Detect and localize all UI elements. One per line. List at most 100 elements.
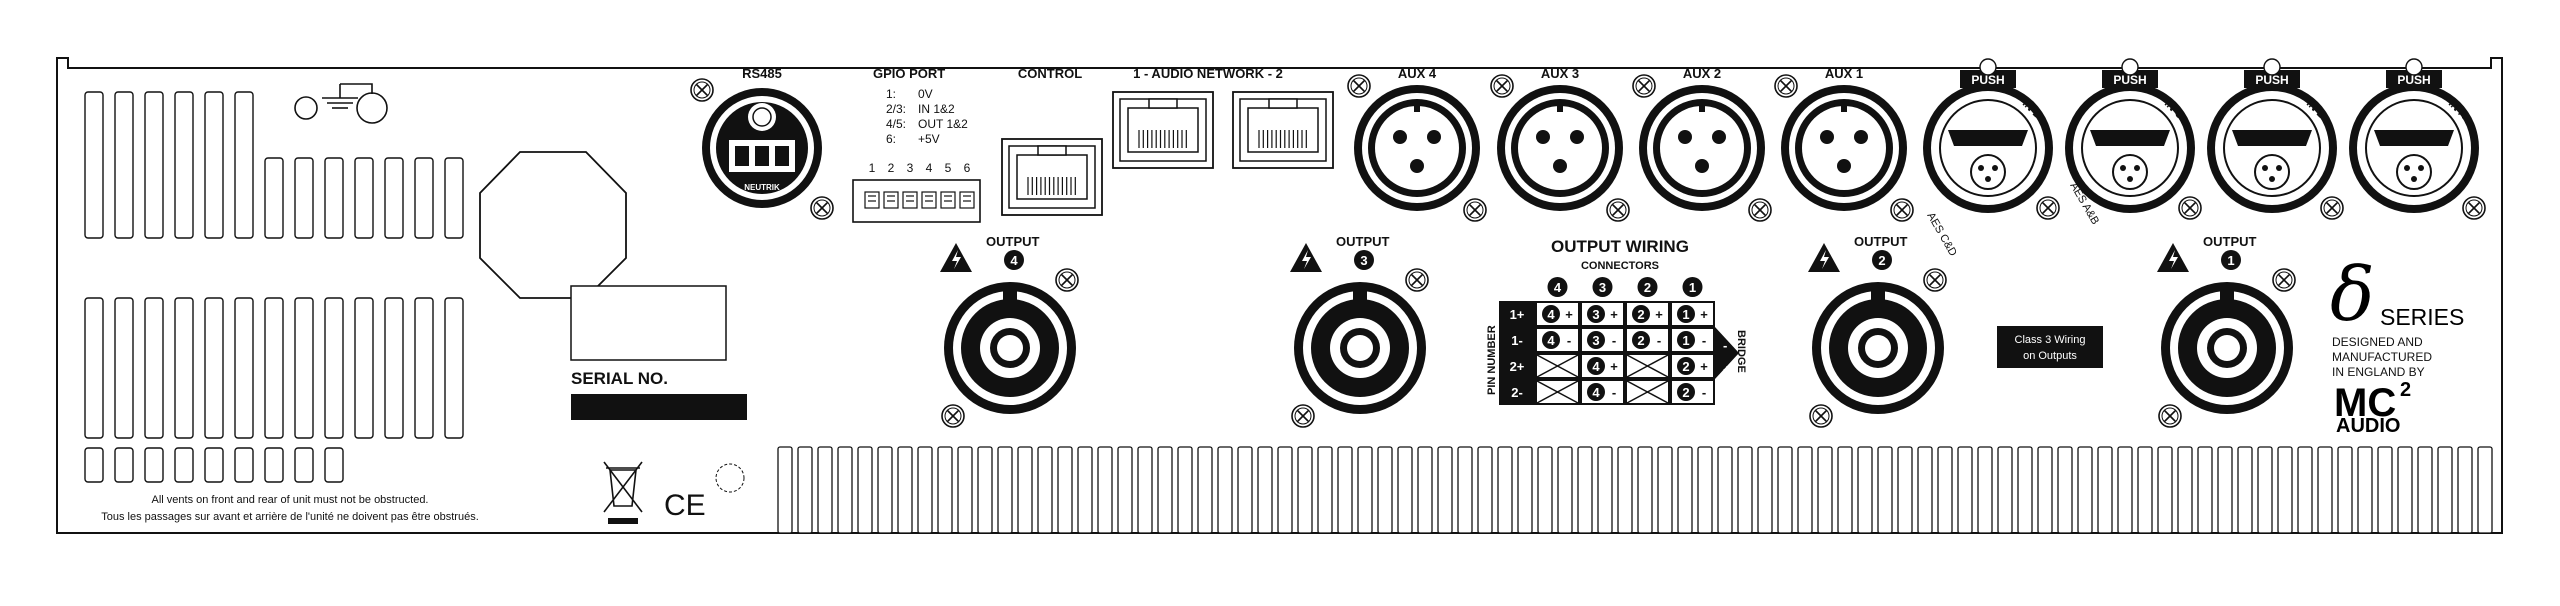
gpio-pin-number: 1: bbox=[886, 87, 896, 101]
vent-slot bbox=[1337, 446, 1353, 534]
gpio-terminal-number: 1 bbox=[869, 161, 876, 175]
aux-label: AUX 3 bbox=[1541, 66, 1579, 81]
output-label: OUTPUT bbox=[1336, 234, 1390, 249]
vent-slot bbox=[144, 447, 164, 483]
wiring-cell-connector: 2 bbox=[1682, 385, 1689, 400]
wiring-cell-connector: 4 bbox=[1592, 385, 1600, 400]
control-label: CONTROL bbox=[1018, 66, 1082, 81]
output-label: OUTPUT bbox=[2203, 234, 2257, 249]
vent-slot bbox=[1177, 446, 1193, 534]
vent-slot bbox=[837, 446, 853, 534]
vent-slot bbox=[2377, 446, 2393, 534]
designed-line2: MANUFACTURED bbox=[2332, 350, 2432, 364]
output-wiring-title: OUTPUT WIRING bbox=[1551, 237, 1689, 256]
output-wiring-subtitle: CONNECTORS bbox=[1581, 260, 1659, 272]
vent-slot bbox=[2057, 446, 2073, 534]
aux-1-xlr-connector[interactable] bbox=[1781, 85, 1907, 211]
vent-slot bbox=[384, 297, 404, 439]
vent-slot bbox=[937, 446, 953, 534]
output-4-speakon-connector[interactable] bbox=[944, 282, 1076, 414]
bottom-vent-grille bbox=[777, 446, 2493, 534]
vent-slot bbox=[2097, 446, 2113, 534]
vent-slot bbox=[1617, 446, 1633, 534]
gpio-pin-desc: IN 1&2 bbox=[918, 102, 955, 116]
aux-3-xlr-connector[interactable] bbox=[1497, 85, 1623, 211]
control-port-rj45[interactable] bbox=[1001, 138, 1103, 216]
vent-slot bbox=[174, 91, 194, 239]
vent-slot bbox=[1457, 446, 1473, 534]
vent-slot bbox=[1777, 446, 1793, 534]
vent-slot bbox=[1237, 446, 1253, 534]
serial-label-box bbox=[570, 285, 727, 361]
neutrik-brand: NEUTRIK bbox=[2252, 119, 2292, 129]
screw-icon bbox=[1774, 74, 1798, 98]
vent-slot bbox=[1137, 446, 1153, 534]
gpio-title: GPIO PORT bbox=[873, 66, 945, 81]
vent-slot bbox=[294, 157, 314, 239]
vent-slot bbox=[264, 157, 284, 239]
output-2-speakon-connector[interactable] bbox=[1812, 282, 1944, 414]
mc-logo: MC bbox=[2334, 381, 2396, 425]
control-rj45-port[interactable] bbox=[1001, 138, 1103, 216]
vent-slot bbox=[354, 157, 374, 239]
vent-slot bbox=[877, 446, 893, 534]
output-3-speakon-connector[interactable] bbox=[1294, 282, 1426, 414]
output-1-speakon-connector[interactable] bbox=[2161, 282, 2293, 414]
mc-logo-superscript: 2 bbox=[2400, 379, 2411, 401]
screw-icon bbox=[1923, 268, 1947, 292]
vent-slot bbox=[1957, 446, 1973, 534]
vent-slot bbox=[1037, 446, 1053, 534]
aux-4-xlr-connector[interactable] bbox=[1354, 85, 1480, 211]
vent-slot bbox=[174, 447, 194, 483]
vent-slot bbox=[2077, 446, 2093, 534]
vent-slot bbox=[1737, 446, 1753, 534]
output-number: 2 bbox=[1878, 253, 1885, 268]
vent-slot bbox=[324, 297, 344, 439]
vent-slot bbox=[1697, 446, 1713, 534]
vent-slot bbox=[324, 157, 344, 239]
gpio-terminal-number: 3 bbox=[907, 161, 914, 175]
screw-icon bbox=[1463, 198, 1487, 222]
wiring-cell-polarity: + bbox=[1700, 307, 1708, 322]
vent-slot bbox=[1797, 446, 1813, 534]
network-port-1[interactable] bbox=[1112, 91, 1214, 169]
screw-icon bbox=[690, 78, 714, 102]
vent-slot bbox=[114, 297, 134, 439]
wiring-cell-connector: 4 bbox=[1547, 307, 1555, 322]
vent-slot bbox=[2257, 446, 2273, 534]
network-port-2[interactable] bbox=[1232, 91, 1334, 169]
vent-slot bbox=[204, 447, 224, 483]
vent-slot bbox=[1497, 446, 1513, 534]
output-number: 3 bbox=[1360, 253, 1367, 268]
vent-slot bbox=[1257, 446, 1273, 534]
aux-2-xlr-connector[interactable] bbox=[1639, 85, 1765, 211]
vent-slot bbox=[444, 157, 464, 239]
vent-slot bbox=[2177, 446, 2193, 534]
vent-slot bbox=[1977, 446, 1993, 534]
vent-slot bbox=[1717, 446, 1733, 534]
vent-slot bbox=[1517, 446, 1533, 534]
gpio-pin-desc: +5V bbox=[918, 132, 940, 146]
vent-slot bbox=[957, 446, 973, 534]
rs485-connector[interactable]: NEUTRIK bbox=[702, 88, 822, 208]
vent-slot bbox=[1217, 446, 1233, 534]
screw-icon bbox=[1890, 198, 1914, 222]
wiring-cell-polarity: - bbox=[1702, 333, 1706, 348]
screw-icon bbox=[1632, 74, 1656, 98]
vent-slot bbox=[2217, 446, 2233, 534]
vent-slot bbox=[1437, 446, 1453, 534]
bridge-sign: - bbox=[1723, 338, 1727, 353]
wiring-cell-connector: 2 bbox=[1637, 333, 1644, 348]
vent-slot bbox=[174, 297, 194, 439]
vent-slot bbox=[1857, 446, 1873, 534]
vent-slot bbox=[1097, 446, 1113, 534]
serial-label: SERIAL NO. bbox=[571, 369, 668, 388]
aux-label: AUX 4 bbox=[1398, 66, 1437, 81]
vent-slot bbox=[1677, 446, 1693, 534]
vent-slot bbox=[2357, 446, 2373, 534]
vent-slot bbox=[84, 297, 104, 439]
fan-blank-plate bbox=[479, 151, 627, 299]
